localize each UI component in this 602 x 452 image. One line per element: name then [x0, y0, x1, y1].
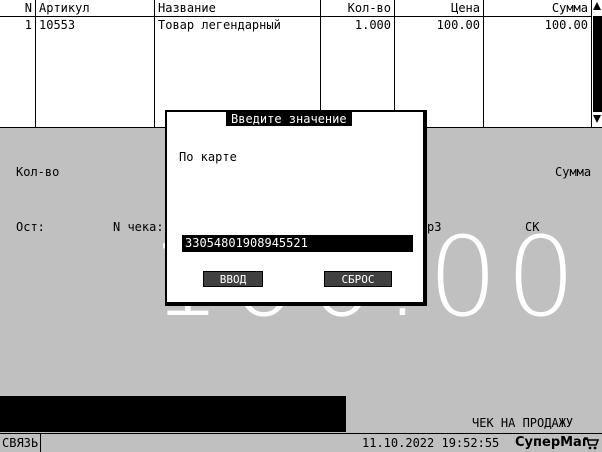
sum-label: Сумма — [555, 165, 592, 179]
column-price: Цена 100.00 — [395, 0, 484, 127]
check-number-label: N чека: — [113, 220, 164, 234]
table-row-cell-price[interactable]: 100.00 — [436, 18, 480, 32]
partial-label: р3 — [427, 220, 442, 234]
ost-label: Ост: — [16, 220, 45, 234]
header-qty: Кол-во — [321, 0, 394, 17]
items-table: N 1 Артикул 10553 Название Товар легенда… — [0, 0, 602, 128]
column-qty: Кол-во 1.000 — [321, 0, 395, 127]
message-bar — [0, 396, 346, 432]
cart-icon — [584, 437, 599, 450]
connection-status: СВЯЗЬ — [0, 434, 42, 452]
qty-label: Кол-во — [16, 165, 60, 179]
input-dialog: Введите значение По карте 33054801908945… — [165, 110, 427, 306]
dialog-prompt: По карте — [179, 150, 237, 164]
table-row-cell-article[interactable]: 10553 — [39, 18, 76, 32]
status-bar: СВЯЗЬ 11.10.2022 19:52:55 СуперМаг — [0, 433, 602, 452]
table-scrollbar[interactable] — [591, 0, 602, 127]
arrow-down-icon[interactable] — [593, 115, 601, 123]
header-name: Название — [155, 0, 320, 17]
column-sum: Сумма 100.00 — [484, 0, 591, 127]
dialog-title: Введите значение — [226, 112, 352, 126]
header-price: Цена — [395, 0, 483, 17]
enter-button[interactable]: ВВОД — [203, 271, 263, 287]
receipt-mode: ЧЕК НА ПРОДАЖУ — [472, 416, 574, 430]
column-article: Артикул 10553 — [36, 0, 155, 127]
table-row-cell-qty[interactable]: 1.000 — [354, 18, 391, 32]
arrow-up-icon[interactable] — [593, 2, 601, 10]
table-row-cell-sum[interactable]: 100.00 — [544, 18, 588, 32]
header-sum: Сумма — [484, 0, 591, 17]
column-n: N 1 — [0, 0, 36, 127]
table-row-cell-n[interactable]: 1 — [24, 18, 32, 32]
scroll-thumb[interactable] — [593, 16, 602, 112]
datetime: 11.10.2022 19:52:55 — [362, 436, 500, 450]
brand-logo: СуперМаг — [515, 435, 589, 450]
header-n: N — [0, 0, 35, 17]
table-row-cell-name[interactable]: Товар легендарный — [158, 18, 281, 32]
sk-label: СК — [525, 220, 540, 234]
header-article: Артикул — [36, 0, 154, 17]
reset-button[interactable]: СБРОС — [324, 271, 392, 287]
card-number-input[interactable]: 33054801908945521 — [182, 235, 413, 252]
column-name: Название Товар легендарный — [155, 0, 321, 127]
